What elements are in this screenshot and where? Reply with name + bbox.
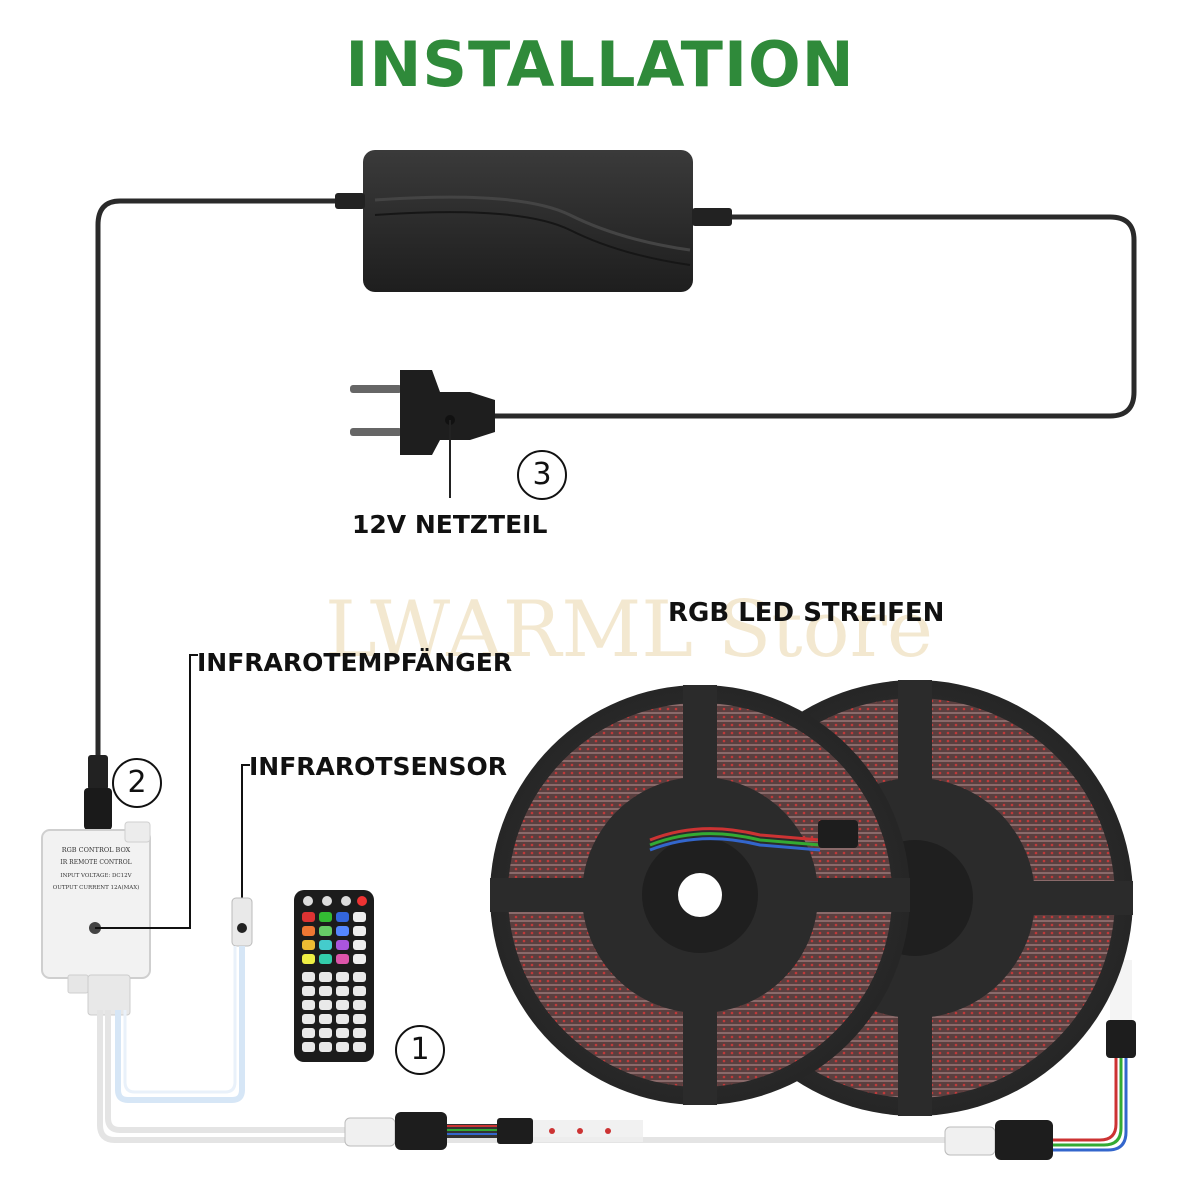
ir-sensor-label: INFRAROTSENSOR — [249, 752, 507, 781]
power-supply-label: 12V NETZTEIL — [352, 510, 548, 539]
remote-color-button — [319, 912, 332, 922]
ac-cable — [495, 214, 1137, 419]
ir-sensor-pointer-line — [241, 764, 250, 900]
ir-sensor — [231, 897, 253, 947]
remote-color-button — [319, 940, 332, 950]
remote-color-button — [353, 954, 366, 964]
remote-function-button — [302, 1028, 315, 1038]
remote-function-button — [336, 1000, 349, 1010]
output-cables — [97, 946, 945, 1143]
control-box-line-4: OUTPUT CURRENT 12A(MAX) — [53, 884, 140, 891]
power-adapter — [335, 150, 732, 292]
control-box-line-1: RGB CONTROL BOX — [62, 846, 131, 854]
remote-function-button — [319, 1000, 332, 1010]
remote-color-button — [336, 926, 349, 936]
remote-top-button — [341, 896, 351, 906]
remote-function-button — [353, 972, 366, 982]
step-2-badge: 2 — [112, 758, 162, 808]
remote-color-button — [353, 940, 366, 950]
dc-connector — [84, 755, 112, 830]
remote-top-button — [357, 896, 367, 906]
remote-color-button — [353, 912, 366, 922]
remote-function-button — [353, 1042, 366, 1052]
remote-function-button — [319, 1028, 332, 1038]
led-strip-label: RGB LED STREIFEN — [668, 598, 945, 628]
euro-plug — [350, 370, 495, 455]
remote-function-button — [353, 1028, 366, 1038]
remote-function-button — [302, 1014, 315, 1024]
remote-function-button — [302, 1000, 315, 1010]
remote-color-button — [302, 926, 315, 936]
remote-function-button — [336, 1042, 349, 1052]
remote-function-button — [336, 1028, 349, 1038]
step-3-badge: 3 — [517, 450, 567, 500]
ir-receiver-label: INFRAROTEMPFÄNGER — [197, 648, 513, 677]
remote-function-button — [319, 1042, 332, 1052]
remote-top-button — [322, 896, 332, 906]
remote-function-button — [353, 986, 366, 996]
remote-function-button — [336, 972, 349, 982]
remote-color-button — [319, 926, 332, 936]
step-1-badge: 1 — [395, 1025, 445, 1075]
remote-function-button — [336, 986, 349, 996]
remote-color-button — [302, 912, 315, 922]
remote-color-button — [336, 940, 349, 950]
page-title: INSTALLATION — [345, 28, 855, 101]
remote-function-button — [319, 972, 332, 982]
remote-function-button — [302, 972, 315, 982]
remote-top-button — [303, 896, 313, 906]
ir-remote — [294, 890, 374, 1062]
store-watermark: LWARML Store — [325, 585, 934, 675]
remote-function-button — [336, 1014, 349, 1024]
remote-color-button — [336, 954, 349, 964]
remote-color-button — [353, 926, 366, 936]
ir-receiver-pointer-line — [95, 654, 198, 929]
remote-color-button — [336, 912, 349, 922]
control-box-line-3: INPUT VOLTAGE: DC12V — [60, 873, 132, 879]
control-box-line-2: IR REMOTE CONTROL — [60, 859, 131, 866]
remote-color-button — [302, 954, 315, 964]
remote-color-button — [319, 954, 332, 964]
remote-function-button — [319, 986, 332, 996]
rgb-connector-1 — [344, 1112, 643, 1150]
remote-function-button — [353, 1014, 366, 1024]
dc-cable — [95, 198, 335, 760]
remote-function-button — [302, 986, 315, 996]
led-reel-front — [490, 685, 910, 1105]
remote-function-button — [353, 1000, 366, 1010]
remote-function-button — [302, 1042, 315, 1052]
remote-color-button — [302, 940, 315, 950]
remote-function-button — [319, 1014, 332, 1024]
rgb-control-box: RGB CONTROL BOX IR REMOTE CONTROL INPUT … — [41, 821, 151, 1016]
